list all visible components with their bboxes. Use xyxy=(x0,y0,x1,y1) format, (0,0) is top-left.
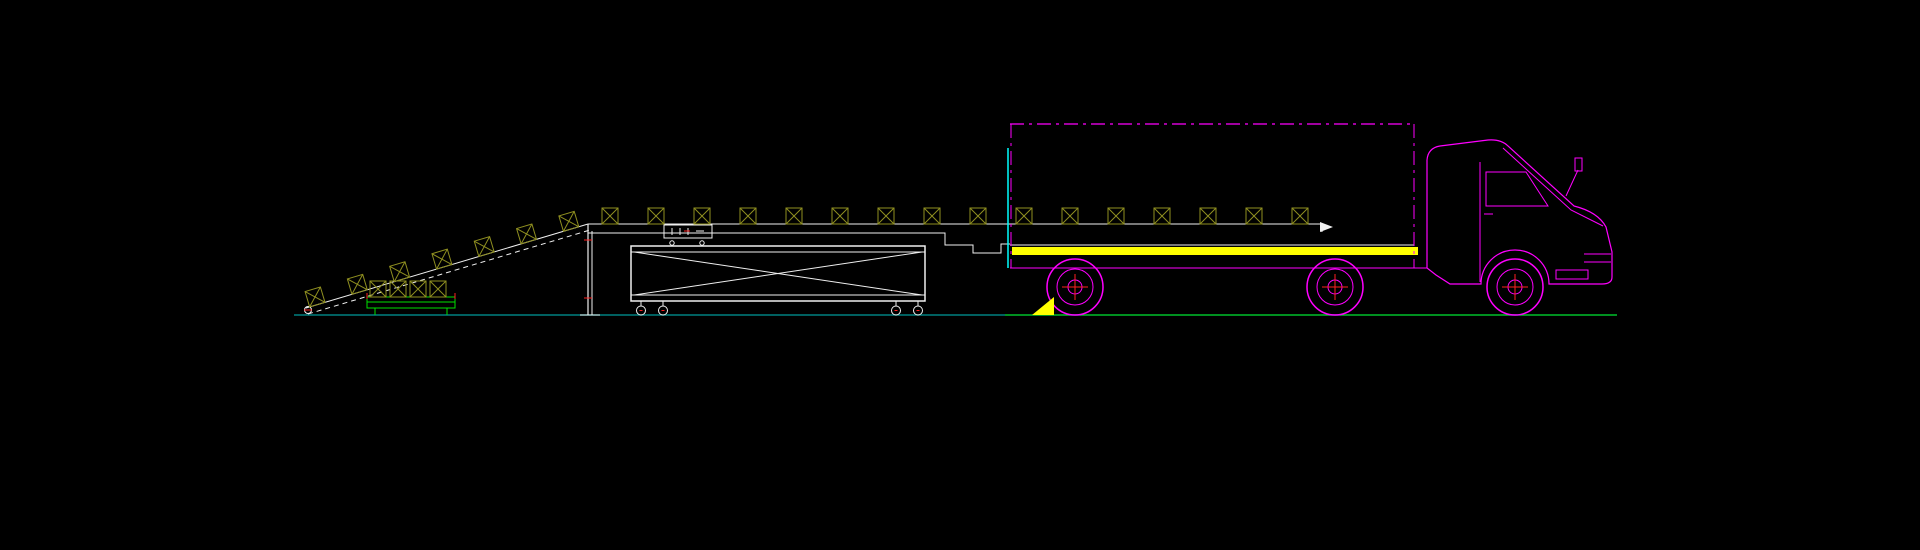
drive-carriage xyxy=(663,224,713,239)
boom-transition-bracket xyxy=(925,232,1010,254)
conveyor-crate[interactable] xyxy=(739,207,757,225)
windshield-line xyxy=(1502,147,1604,227)
truck-cab[interactable] xyxy=(1426,139,1613,285)
conveyor-crate[interactable] xyxy=(877,207,895,225)
conveyor-crates xyxy=(601,207,1309,225)
side-window xyxy=(1485,171,1549,207)
ramp-crate[interactable] xyxy=(304,286,326,308)
casters-layer xyxy=(636,300,923,316)
conveyor-crate[interactable] xyxy=(647,207,665,225)
wheel-chock[interactable] xyxy=(1032,297,1054,315)
post-markers xyxy=(584,239,592,299)
conveyor-crate[interactable] xyxy=(1061,207,1079,225)
boom-end-arrow xyxy=(1320,222,1333,232)
platform-end-markers xyxy=(366,293,456,299)
table-caster[interactable] xyxy=(636,300,646,316)
truck-wheel[interactable] xyxy=(1046,258,1104,316)
ramp-belt-return-line xyxy=(307,229,591,315)
table-caster[interactable] xyxy=(891,300,901,316)
conveyor-crate[interactable] xyxy=(1291,207,1309,225)
table-frame xyxy=(630,245,926,302)
ramp-crate[interactable] xyxy=(431,248,453,270)
conveyor-crate[interactable] xyxy=(1245,207,1263,225)
platform-crate[interactable] xyxy=(429,280,447,298)
ramp-crate[interactable] xyxy=(558,210,580,232)
platform-crates xyxy=(369,280,447,298)
mirror xyxy=(1574,157,1583,172)
ramp-crate[interactable] xyxy=(389,261,411,283)
ramp-crate[interactable] xyxy=(346,273,368,295)
ramp-conveyor[interactable] xyxy=(304,223,591,315)
platform-legs xyxy=(374,308,448,315)
conveyor-crate[interactable] xyxy=(693,207,711,225)
feed-platform[interactable] xyxy=(366,293,456,315)
truck-wheel[interactable] xyxy=(1486,258,1544,316)
platform-crate[interactable] xyxy=(389,280,407,298)
step-box xyxy=(1555,269,1589,280)
wheels-layer xyxy=(1046,258,1544,316)
platform-crate[interactable] xyxy=(369,280,387,298)
carriage-roller-right xyxy=(699,240,705,246)
table-caster[interactable] xyxy=(658,300,668,316)
support-table[interactable] xyxy=(630,245,926,316)
ramp-crate[interactable] xyxy=(516,223,537,245)
conveyor-crate[interactable] xyxy=(785,207,803,225)
carriage-roller-left xyxy=(669,240,675,246)
bumper-lines xyxy=(1584,253,1611,263)
bed-stripe xyxy=(1012,247,1418,255)
ramp-crate[interactable] xyxy=(473,236,495,257)
conveyor-crate[interactable] xyxy=(923,207,941,225)
drive-carriage-detail xyxy=(671,228,704,235)
conveyor-crate[interactable] xyxy=(969,207,987,225)
conveyor-crate[interactable] xyxy=(1107,207,1125,225)
cab-outline xyxy=(1426,139,1613,285)
conveyor-crate[interactable] xyxy=(1015,207,1033,225)
truck-wheel[interactable] xyxy=(1306,258,1364,316)
mirror-arm xyxy=(1565,169,1579,197)
conveyor-crate[interactable] xyxy=(601,207,619,225)
support-post[interactable] xyxy=(580,224,600,316)
conveyor-crate[interactable] xyxy=(831,207,849,225)
truck-cargo-box[interactable] xyxy=(1007,123,1427,269)
platform-crate[interactable] xyxy=(409,280,427,298)
table-cross-braces xyxy=(633,251,923,296)
conveyor-crate[interactable] xyxy=(1153,207,1171,225)
conveyor-crate[interactable] xyxy=(1199,207,1217,225)
table-caster[interactable] xyxy=(913,300,923,316)
